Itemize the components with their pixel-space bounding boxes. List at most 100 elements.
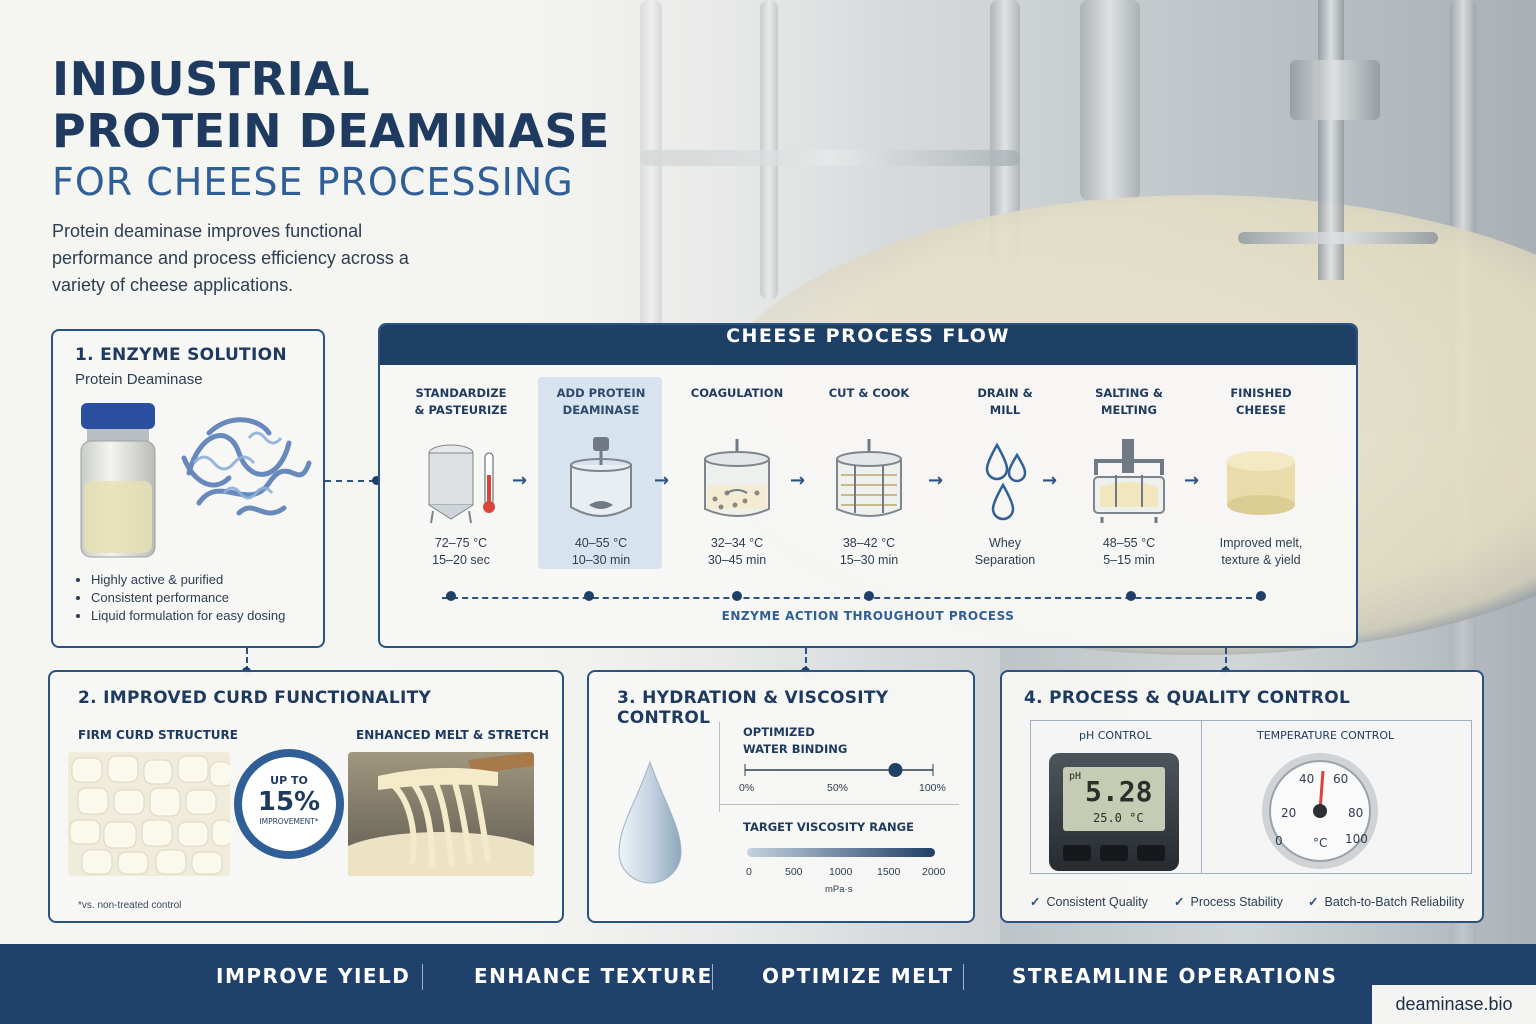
step-value: Improved melt, texture & yield	[1219, 536, 1303, 567]
tick-label: 1500	[877, 866, 901, 878]
footer-item: IMPROVE YIELD	[216, 964, 411, 988]
footer-item: OPTIMIZE MELT	[762, 964, 954, 988]
ph-temp: 25.0 °C	[1093, 811, 1144, 825]
footer-item: STREAMLINE OPERATIONS	[1012, 964, 1338, 988]
gauge-tick: 80	[1348, 806, 1363, 820]
enzyme-panel-subtitle: Protein Deaminase	[75, 371, 203, 388]
enzyme-benefits-list: Highly active & purified Consistent perf…	[77, 571, 331, 625]
check-icon: ✓	[1174, 895, 1185, 909]
badge-top: UP TO	[270, 774, 308, 787]
firm-curd-label: FIRM CURD STRUCTURE	[78, 728, 238, 742]
gauge-unit: °C	[1313, 836, 1327, 850]
flow-step-salting-melting: SALTING & MELTING 48–55 °C 5–15 min	[1068, 375, 1190, 569]
step-value: 40–55 °C 10–30 min	[571, 536, 631, 567]
flow-step-add-deaminase: ADD PROTEIN DEAMINASE 40–55 °C 10–30 min	[540, 375, 662, 569]
step-label: FINISHED CHEESE	[1230, 386, 1292, 417]
gauge-tick: 0	[1275, 834, 1283, 848]
curd-image	[68, 752, 230, 876]
quality-control-panel: 4. PROCESS & QUALITY CONTROL pH CONTROL …	[1000, 670, 1484, 923]
water-binding-marker	[888, 763, 903, 777]
melting-cooker-icon	[1093, 439, 1165, 523]
step-value: 72–75 °C 15–20 sec	[432, 536, 490, 567]
title-line-2: PROTEIN DEAMINASE	[52, 104, 610, 158]
ph-unit: pH	[1069, 771, 1082, 782]
coagulation-vat-icon	[704, 439, 770, 517]
whey-drops-icon	[985, 442, 1027, 521]
step-value: 48–55 °C 5–15 min	[1102, 536, 1156, 567]
melt-stretch-label: ENHANCED MELT & STRETCH	[356, 728, 549, 742]
website-url: deaminase.bio	[1372, 985, 1536, 1024]
flow-step-pasteurize: STANDARDIZE & PASTEURIZE 72–75 °C 15–20 …	[400, 375, 522, 569]
step-label: CUT & COOK	[828, 386, 910, 400]
tick-label: 2000	[922, 866, 946, 878]
flow-title: CHEESE PROCESS FLOW	[380, 325, 1356, 365]
flow-arrow-icon: →	[654, 470, 670, 491]
viscosity-range-bar	[747, 848, 935, 857]
flow-step-cut-cook: CUT & COOK 38–42 °C 15–30 min	[808, 375, 930, 569]
quality-panel-title: 4. PROCESS & QUALITY CONTROL	[1024, 688, 1351, 708]
ph-value: 5.28	[1085, 775, 1153, 808]
check-icon: ✓	[1030, 895, 1041, 909]
check-consistent-quality: ✓Consistent Quality	[1030, 895, 1148, 909]
tick-label: 0%	[739, 782, 755, 794]
list-item: Liquid formulation for easy dosing	[91, 607, 331, 625]
pasteurizer-tank-icon	[428, 444, 495, 524]
temperature-control-label: TEMPERATURE CONTROL	[1257, 729, 1395, 742]
tick-label: 100%	[919, 782, 946, 794]
check-process-stability: ✓Process Stability	[1174, 895, 1283, 909]
title-line-3: FOR CHEESE PROCESSING	[52, 160, 574, 204]
flow-step-coagulation: COAGULATION 32–34 °C 30–45 min	[676, 375, 798, 569]
flow-arrow-icon: →	[1184, 470, 1200, 491]
curd-footnote: *vs. non-treated control	[78, 900, 182, 911]
water-drop-icon	[618, 760, 682, 884]
step-label: SALTING & MELTING	[1095, 386, 1163, 417]
badge-value: 15%	[257, 787, 321, 817]
intro-text: Protein deaminase improves functional pe…	[52, 221, 409, 295]
gauge-tick: 20	[1281, 806, 1296, 820]
gauge-tick: 40	[1299, 772, 1314, 786]
flow-arrow-icon: →	[1042, 470, 1058, 491]
hydration-viscosity-panel: 3. HYDRATION & VISCOSITY CONTROL OPTIMIZ…	[587, 670, 975, 923]
cheese-process-flow-panel: CHEESE PROCESS FLOW STANDARDIZE & PASTEU…	[378, 323, 1358, 648]
list-item: Highly active & purified	[91, 571, 331, 589]
footer-item: ENHANCE TEXTURE	[474, 964, 713, 988]
list-item: Consistent performance	[91, 589, 331, 607]
ph-meter: pH 5.28 25.0 °C	[1049, 753, 1179, 871]
enzyme-panel-title: 1. ENZYME SOLUTION	[75, 345, 287, 365]
step-value: Whey Separation	[974, 536, 1036, 567]
enzyme-action-line	[442, 597, 1262, 599]
cheese-wheel-icon	[1227, 451, 1295, 515]
flow-step-finished-cheese: FINISHED CHEESE Improved melt, texture &…	[1200, 375, 1322, 569]
curd-panel-title: 2. IMPROVED CURD FUNCTIONALITY	[78, 688, 432, 708]
tick-label: 500	[785, 866, 803, 878]
step-value: 32–34 °C 30–45 min	[707, 536, 767, 567]
gauge-tick: 100	[1345, 832, 1368, 846]
flow-arrow-icon: →	[928, 470, 944, 491]
badge-bottom: IMPROVEMENT*	[259, 817, 319, 826]
step-label: STANDARDIZE & PASTEURIZE	[414, 386, 508, 417]
viscosity-unit: mPa·s	[825, 884, 853, 895]
flow-step-drain-mill: DRAIN & MILL Whey Separation	[944, 375, 1066, 569]
check-icon: ✓	[1308, 895, 1319, 909]
mixer-tank-icon	[570, 437, 632, 517]
title-line-1: INDUSTRIAL	[52, 52, 371, 106]
temperature-gauge-icon: 20 0 40 60 80 100 °C	[1262, 753, 1378, 869]
improvement-badge: UP TO 15% IMPROVEMENT*	[234, 749, 344, 859]
ph-display: pH 5.28 25.0 °C	[1063, 767, 1165, 831]
enzyme-action-caption: ENZYME ACTION THROUGHOUT PROCESS	[721, 609, 1015, 623]
ph-control-label: pH CONTROL	[1079, 729, 1152, 742]
tick-label: 0	[746, 866, 752, 878]
water-binding-label: OPTIMIZED WATER BINDING	[743, 725, 848, 756]
enzyme-solution-panel: 1. ENZYME SOLUTION Protein Deaminase Hig…	[51, 329, 325, 648]
enzyme-vial-icon	[80, 403, 156, 558]
controls-box: pH CONTROL TEMPERATURE CONTROL pH 5.28 2…	[1030, 720, 1472, 874]
step-label: ADD PROTEIN DEAMINASE	[556, 386, 646, 417]
water-binding-scale	[744, 763, 934, 777]
curd-functionality-panel: 2. IMPROVED CURD FUNCTIONALITY FIRM CURD…	[48, 670, 564, 923]
flow-arrow-icon: →	[512, 470, 528, 491]
check-batch-reliability: ✓Batch-to-Batch Reliability	[1308, 895, 1465, 909]
flow-arrow-icon: →	[790, 470, 806, 491]
benefits-footer: IMPROVE YIELD ENHANCE TEXTURE OPTIMIZE M…	[0, 944, 1536, 1024]
step-label: COAGULATION	[690, 386, 784, 400]
protein-structure-icon	[181, 417, 312, 516]
